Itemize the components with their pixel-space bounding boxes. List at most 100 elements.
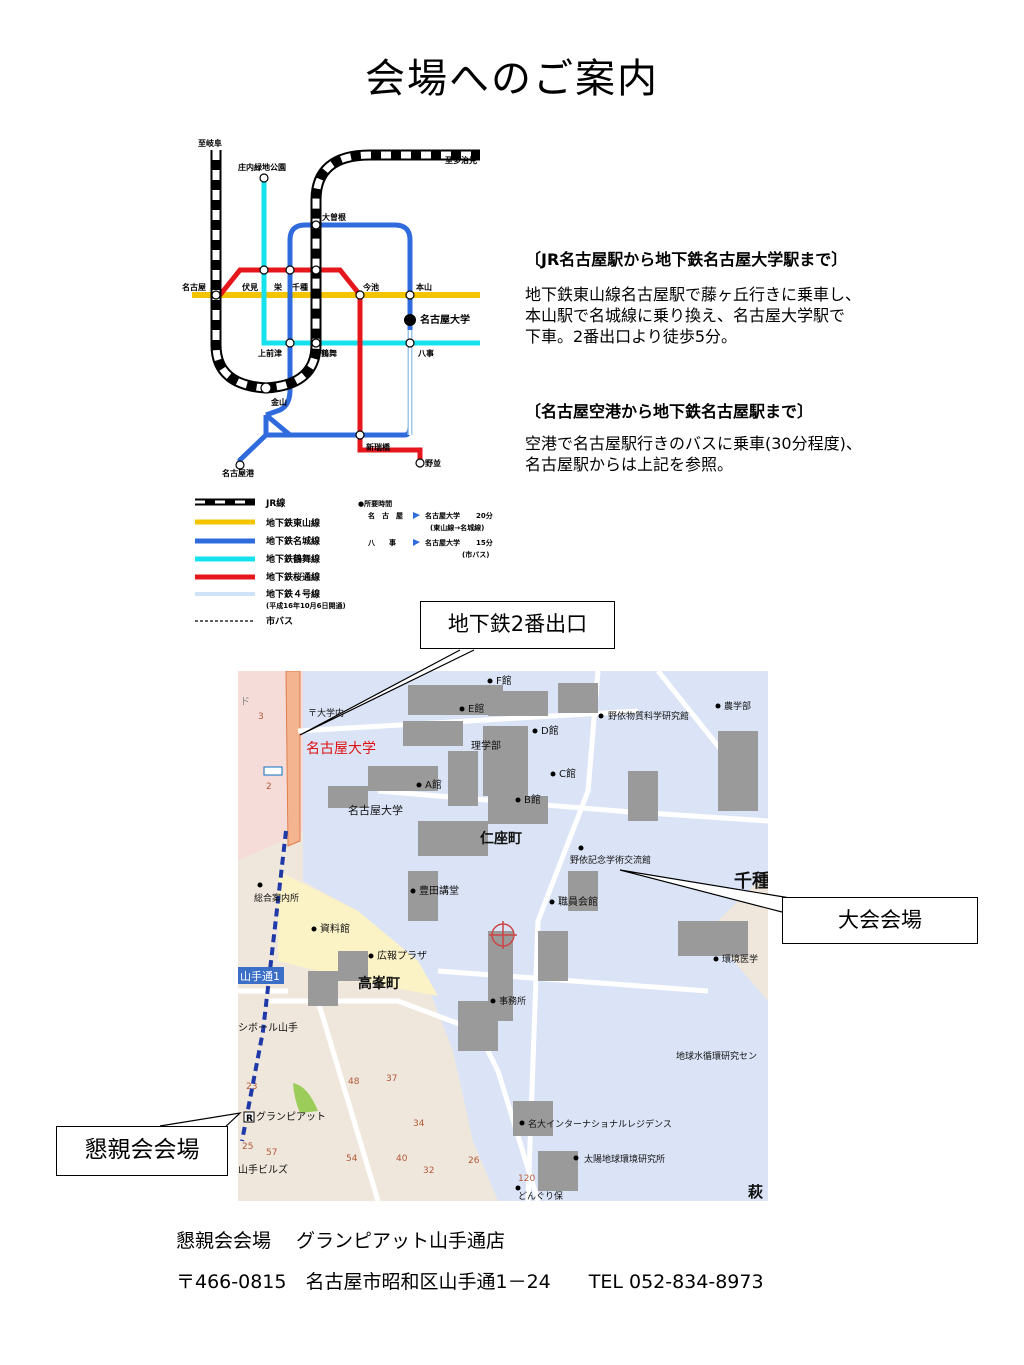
map-label-sogo: 総合案内所	[254, 892, 299, 904]
label-ozone: 大曽根	[322, 212, 346, 222]
legend-jr: JR線	[265, 497, 285, 509]
label-nonami: 野並	[425, 458, 441, 468]
map-label-granpia: グランピアット	[256, 1110, 326, 1123]
map-label-nagoya-university: 名古屋大学	[348, 803, 403, 817]
jr-line	[210, 149, 480, 394]
map-label-koho: 広報プラザ	[377, 949, 427, 962]
label-nagoyakou: 名古屋港	[222, 468, 255, 478]
map-label-d: D館	[541, 724, 559, 737]
directions-heading: 〔JR名古屋駅から地下鉄名古屋大学駅まで〕	[525, 250, 848, 269]
map-label-yamate-biru: 山手ビルズ	[238, 1163, 288, 1176]
directions-line: 空港で名古屋駅行きのバスに乗車(30分程度)、	[525, 434, 862, 453]
map-label-f: F館	[496, 674, 512, 687]
map-label-nagoya-university-red: 名古屋大学	[306, 741, 376, 757]
label-kanayama: 金山	[270, 397, 287, 407]
banquet-venue-address: 〒466-0815 名古屋市昭和区山手通1－24 TEL 052-834-897…	[176, 1271, 764, 1293]
map-label-shiryo: 資料館	[320, 922, 350, 935]
map-label-kankyo: 環境医学	[722, 953, 758, 965]
label-tajimi: 至多治見	[445, 155, 477, 165]
time-from-2: 八 事	[367, 538, 396, 547]
callout-subway-exit: 地下鉄2番出口	[420, 601, 615, 649]
map-label-hagi: 萩	[748, 1183, 763, 1201]
route-legend: JR線 地下鉄東山線 地下鉄名城線 地下鉄鶴舞線 地下鉄桜通線 地下鉄４号線 (…	[195, 497, 493, 627]
svg-text:37: 37	[386, 1074, 397, 1084]
map-label-b: B館	[524, 793, 541, 806]
callout-main-venue: 大会会場	[782, 897, 978, 944]
map-label-yamate1: 山手通1	[240, 969, 280, 983]
label-tsurumai: 鶴舞	[320, 348, 337, 358]
svg-text:54: 54	[346, 1154, 358, 1164]
label-nagoya-university: 名古屋大学	[420, 313, 470, 326]
map-label-chikusa: 千種	[734, 870, 768, 892]
directions-line: 地下鉄東山線名古屋駅で藤ヶ丘行きに乗車し、	[525, 285, 862, 304]
svg-text:3: 3	[258, 712, 264, 722]
time-to-2: 名古屋大学	[425, 538, 460, 547]
map-label-chikyu: 地球水循環研究セン	[676, 1050, 757, 1062]
map-label-rigaku: 理学部	[471, 739, 501, 752]
legend-tsurumai: 地下鉄鶴舞線	[266, 553, 320, 565]
time-title: ●所要時間	[358, 499, 392, 508]
time-from-1: 名 古 屋	[368, 511, 403, 520]
map-label-noyori-bussitsu: 野依物質科学研究館	[608, 710, 689, 722]
svg-text:26: 26	[468, 1156, 480, 1166]
map-label-international: 名大インターナショナルレジデンス	[528, 1118, 672, 1130]
svg-text:32: 32	[423, 1166, 434, 1176]
callout-banquet-venue: 懇親会会場	[56, 1126, 228, 1176]
directions-heading: 〔名古屋空港から地下鉄名古屋駅まで〕	[525, 402, 814, 421]
takamine-area	[278, 871, 438, 996]
time-mins-1: 20分	[476, 511, 493, 520]
svg-text:23: 23	[246, 1082, 257, 1092]
label-sakae: 栄	[273, 282, 283, 292]
map-label-taiyo: 太陽地球環境研究所	[584, 1153, 665, 1165]
directions-airport: 〔名古屋空港から地下鉄名古屋駅まで〕 空港で名古屋駅行きのバスに乗車(30分程度…	[525, 398, 925, 475]
svg-text:48: 48	[348, 1077, 360, 1087]
time-to-1: 名古屋大学	[425, 511, 460, 520]
time-note-1: (東山線→名城線)	[430, 523, 484, 532]
svg-text:25: 25	[242, 1142, 253, 1152]
legend-sakuradori: 地下鉄桜通線	[266, 571, 320, 583]
map-label-shokuin: 職員会館	[558, 895, 598, 908]
map-label-jimusho: 事務所	[499, 995, 526, 1007]
svg-text:120: 120	[518, 1174, 535, 1184]
map-label-takamine: 高峯町	[358, 975, 400, 992]
label-kamimaezu: 上前津	[258, 348, 282, 358]
label-yagoto: 八事	[417, 348, 434, 358]
page-title: 会場へのご案内	[365, 56, 659, 102]
time-note-2: (市バス)	[462, 550, 489, 559]
nagoya-university-station-marker	[404, 314, 416, 326]
label-imaike: 今池	[362, 282, 379, 292]
svg-text:R: R	[246, 1114, 253, 1124]
map-label-nizamachi: 仁座町	[480, 830, 522, 847]
svg-text:40: 40	[396, 1154, 408, 1164]
legend-line4: 地下鉄４号線	[266, 588, 320, 600]
legend-bus: 市バス	[266, 615, 293, 627]
legend-higashiyama: 地下鉄東山線	[266, 517, 320, 529]
svg-text:34: 34	[413, 1119, 425, 1129]
banquet-venue-name: 懇親会会場 グランピアット山手通店	[176, 1230, 506, 1252]
map-label-e: E館	[468, 702, 484, 715]
directions-line: 下車。2番出口より徒歩5分。	[525, 327, 738, 346]
map-label-donguri: どんぐり保	[518, 1190, 563, 1201]
map-label-toyoda: 豊田講堂	[419, 884, 459, 897]
label-aratama: 新瑞橋	[366, 442, 391, 452]
directions-line: 名古屋駅からは上記を参照。	[525, 455, 734, 474]
label-gifu: 至岐阜	[198, 138, 222, 148]
subway-route-map: 至岐阜 庄内緑地公園 至多治見 名古屋 伏見 栄 千種 今池 本山 大曽根 上前…	[182, 138, 493, 627]
label-fushimi: 伏見	[242, 282, 258, 292]
label-chikusa: 千種	[292, 282, 308, 292]
directions-line: 本山駅で名城線に乗り換え、名古屋大学駅で	[525, 306, 846, 325]
map-label-c: C館	[559, 767, 576, 780]
legend-note: (平成16年10月6日開通)	[266, 601, 346, 610]
map-label-nogaku: 農学部	[724, 700, 751, 712]
svg-text:ド: ド	[240, 697, 250, 708]
label-motoyama: 本山	[415, 282, 432, 292]
directions-jr: 〔JR名古屋駅から地下鉄名古屋大学駅まで〕 地下鉄東山線名古屋駅で藤ヶ丘行きに乗…	[525, 246, 925, 347]
map-label-noyori-kinen: 野依記念学術交流館	[570, 854, 651, 866]
svg-text:2: 2	[266, 782, 272, 792]
buildings	[308, 683, 758, 1191]
time-mins-2: 15分	[476, 538, 493, 547]
svg-text:57: 57	[266, 1148, 277, 1158]
legend-meijo: 地下鉄名城線	[266, 535, 320, 547]
